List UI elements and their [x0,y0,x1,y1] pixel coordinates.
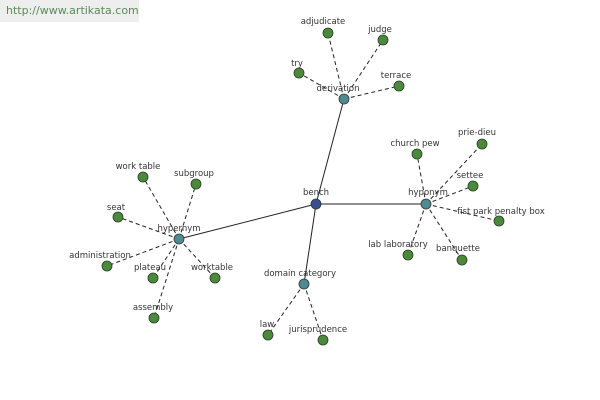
node-fist-park[interactable] [493,215,505,227]
edge-domain-law [267,283,305,336]
label-try[interactable]: try [291,59,303,69]
node-derivation[interactable] [338,93,350,105]
edge-hypernym-worktable-2 [178,238,216,279]
edge-derivation-try [298,72,345,100]
node-worktable[interactable] [209,272,221,284]
edge-hyponym-settee [425,185,474,205]
node-try[interactable] [293,67,305,79]
edge-bench-derivation [315,98,345,205]
edge-domain-jurisprudence [303,283,324,341]
node-administration[interactable] [101,260,113,272]
edge-hypernym-seat [117,216,180,240]
label-domain-category[interactable]: domain category [264,269,336,279]
node-prie-dieu[interactable] [476,138,488,150]
label-work-table[interactable]: work table [116,162,161,172]
label-terrace[interactable]: terrace [381,71,412,81]
label-bench[interactable]: bench [303,188,329,198]
node-terrace[interactable] [393,80,405,92]
edge-bench-domain [303,203,317,285]
label-fist-park[interactable]: fist park penalty box [457,207,545,217]
label-law[interactable]: law [260,320,275,330]
edge-bench-hypernym [178,203,317,240]
labels: bench derivation hyponym hypernym domain… [69,17,545,335]
node-adjudicate[interactable] [322,27,334,39]
nodes [101,27,505,346]
node-hyponym[interactable] [420,198,432,210]
label-seat[interactable]: seat [107,203,126,213]
label-worktable[interactable]: worktable [191,263,233,273]
label-derivation[interactable]: derivation [316,84,359,94]
node-settee[interactable] [467,180,479,192]
edge-hypernym-subgroup [178,183,197,240]
label-lab-laboratory[interactable]: lab laboratory [368,240,428,250]
edge-hyponym-lab [407,203,427,256]
label-prie-dieu[interactable]: prie-dieu [458,128,496,138]
label-jurisprudence[interactable]: jurisprudence [288,325,347,335]
label-judge[interactable]: judge [367,25,392,35]
node-seat[interactable] [112,211,124,223]
edge-hyponym-fistpark [425,203,500,222]
label-subgroup[interactable]: subgroup [174,169,214,179]
edge-hyponym-churchpew [416,153,427,205]
node-law[interactable] [262,329,274,341]
edge-hypernym-plateau [152,238,180,279]
site-url[interactable]: http://www.artikata.com [0,0,139,22]
label-adjudicate[interactable]: adjudicate [301,17,346,27]
node-assembly[interactable] [148,312,160,324]
node-jurisprudence[interactable] [317,334,329,346]
node-plateau[interactable] [147,272,159,284]
node-hypernym[interactable] [173,233,185,245]
edge-hypernym-administration [106,238,180,267]
label-plateau[interactable]: plateau [134,263,166,273]
label-assembly[interactable]: assembly [133,303,173,313]
node-domain-category[interactable] [298,278,310,290]
main-edges [178,98,426,285]
edge-derivation-terrace [343,85,400,100]
label-administration[interactable]: administration [69,251,131,261]
leaf-edges [106,32,500,341]
node-work-table[interactable] [137,171,149,183]
label-hypernym[interactable]: hypernym [157,224,200,234]
node-judge[interactable] [377,34,389,46]
edge-derivation-judge [343,39,384,100]
label-settee[interactable]: settee [457,171,484,181]
node-church-pew[interactable] [411,148,423,160]
label-church-pew[interactable]: church pew [390,139,439,149]
node-bench[interactable] [310,198,322,210]
label-hyponym[interactable]: hyponym [408,188,448,198]
node-banquette[interactable] [456,254,468,266]
label-banquette[interactable]: banquette [436,244,480,254]
node-lab-laboratory[interactable] [402,249,414,261]
node-subgroup[interactable] [190,178,202,190]
edge-derivation-adjudicate [327,32,345,100]
edge-hypernym-worktable-1 [142,176,180,240]
